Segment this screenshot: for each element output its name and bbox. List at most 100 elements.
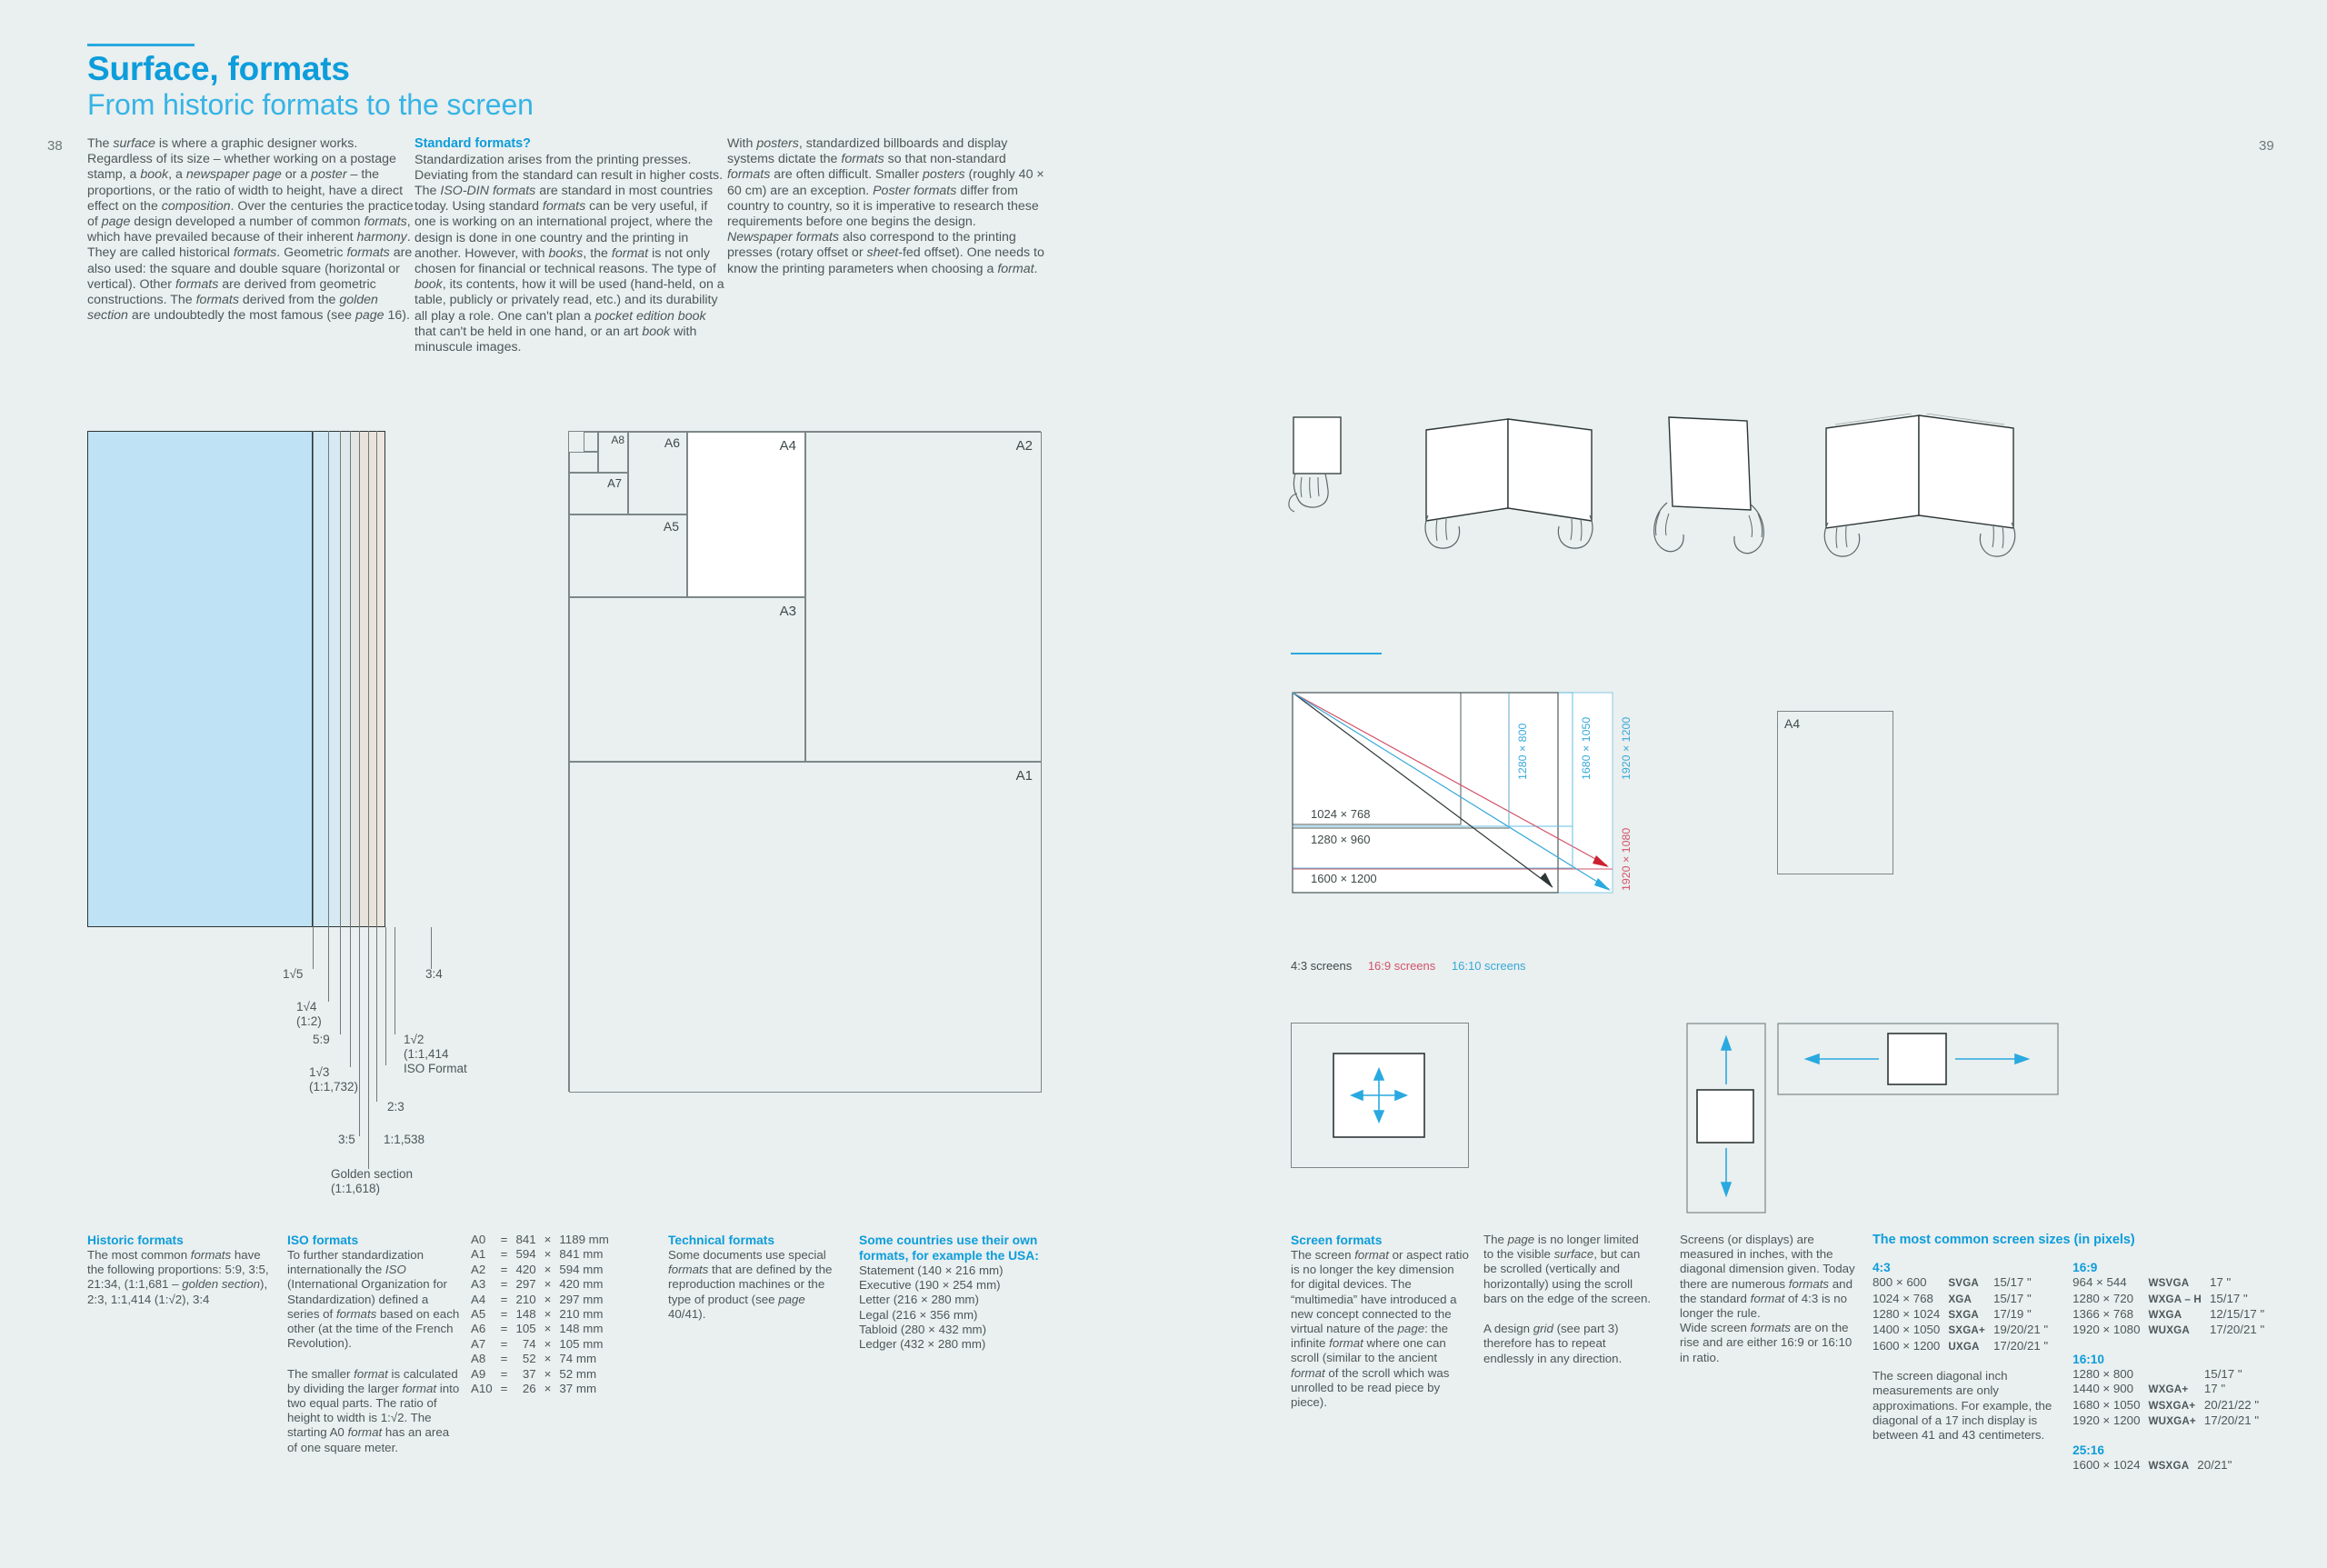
proportion-label-0: 1√5 (283, 967, 304, 981)
iso-size-cell: A7 (471, 1336, 486, 1351)
iso-size-cell: 841 (515, 1233, 536, 1246)
usa-format-item: Executive (190 × 254 mm) (859, 1278, 1001, 1293)
screen-size-cell: 1600 × 1024 (2072, 1457, 2141, 1472)
proportion-label-3: 1√3 (309, 1065, 330, 1079)
iso-size-cell: 37 mm (559, 1382, 597, 1396)
screen-size-cell: 1920 × 1200 (2072, 1413, 2141, 1428)
usa-format-item: Statement (140 × 216 mm) (859, 1263, 1004, 1277)
iso-size-cell: = (500, 1277, 508, 1292)
screen-size-cell: 1024 × 768 (1873, 1291, 1933, 1305)
iso-size-row: A5=148×210 mm (471, 1307, 617, 1322)
bottom-col-screen-formats: Screen formats The screen format or aspe… (1291, 1233, 1471, 1410)
a-box-a2: A2 (805, 432, 1042, 762)
screen-size-cell: 1440 × 900 (2072, 1382, 2134, 1396)
iso-size-cell: 297 mm (559, 1292, 604, 1306)
iso-size-cell: = (500, 1233, 508, 1246)
screen-size-cell: 20/21/22 " (2203, 1397, 2260, 1412)
screen-size-cell: 15/17 " (2209, 1291, 2248, 1305)
a-label-a5: A5 (663, 519, 679, 534)
screen-size-cell: SXGA+ (1948, 1324, 1985, 1337)
screen-diagram-svg (1292, 692, 1613, 894)
folio-left: 38 (47, 138, 63, 154)
bottom-col-historic: Historic formats The most common formats… (87, 1233, 274, 1307)
proportion-label-4: 3:5 (338, 1133, 355, 1146)
iso-size-row: A4=210×297 mm (471, 1293, 617, 1307)
screen-size-cell: 15/17 " (1992, 1291, 2032, 1305)
screen-size-cell: 17/19 " (1992, 1307, 2032, 1322)
sd-vlabel-1920x1080: 1920 × 1080 (1620, 827, 1633, 891)
iso-size-cell: × (544, 1322, 552, 1336)
screen-size-cell: 17 " (2203, 1382, 2226, 1396)
iso-size-cell: × (544, 1277, 552, 1292)
proportion-band-3 (340, 431, 350, 927)
screen-size-cell: 964 × 544 (2072, 1275, 2127, 1290)
intro-col1-text: The surface is where a graphic designer … (87, 136, 414, 324)
screen-size-cell: SVGA (1948, 1277, 1979, 1290)
bottom-col-measure: Screens (or displays) are measured in in… (1680, 1233, 1857, 1365)
a-series-diagram: A1 A2 A3 A4 A5 A6 A7 A8 (568, 431, 1042, 1093)
iso-size-row: A7=74×105 mm (471, 1337, 617, 1352)
screen-size-cell: 800 × 600 (1873, 1275, 1927, 1290)
iso-size-cell: A6 (471, 1322, 486, 1336)
iso-size-cell: × (544, 1292, 552, 1306)
leader-line (313, 927, 314, 969)
screen-size-cell: 1280 × 800 (2072, 1367, 2134, 1382)
historic-formats-body: The most common formats have the followi… (87, 1248, 269, 1306)
screen-ratio-heading: 4:3 (1873, 1261, 1891, 1274)
iso-size-cell: A8 (471, 1352, 486, 1366)
sd-vlabel-1680x1050: 1680 × 1050 (1580, 716, 1593, 780)
iso-size-cell: 594 (515, 1247, 536, 1262)
a-box-a4: A4 (687, 432, 805, 597)
proportion-divider (376, 431, 377, 927)
screen-size-cell: WXGA+ (2148, 1383, 2189, 1396)
screen-size-cell: UXGA (1948, 1340, 1980, 1353)
measure-col-p1: Screens (or displays) are measured in in… (1680, 1233, 1855, 1321)
a4-reference-label: A4 (1784, 716, 1801, 731)
iso-size-cell: × (544, 1336, 552, 1351)
sd-hlabel-1600: 1600 × 1200 (1311, 872, 1377, 885)
iso-size-cell: 1189 mm (559, 1233, 609, 1246)
screen-section-rule (1291, 653, 1382, 654)
iso-size-cell: 148 mm (559, 1322, 604, 1336)
iso-size-cell: 105 mm (559, 1336, 604, 1351)
iso-size-cell: = (500, 1352, 508, 1366)
usa-heading-line2: formats, for example the USA: (859, 1249, 1039, 1263)
folio-right: 39 (2259, 138, 2274, 154)
screen-size-cell: 20/21" (2197, 1457, 2232, 1472)
a-box-a7: A7 (569, 473, 628, 514)
screen-size-cell: WXGA – H (2148, 1293, 2202, 1305)
usa-format-item: Letter (216 × 280 mm) (859, 1293, 979, 1307)
sd-vlabel-1280x800: 1280 × 800 (1516, 723, 1529, 780)
screen-size-cell: 1400 × 1050 (1873, 1323, 1941, 1337)
iso-size-cell: × (544, 1307, 552, 1322)
iso-size-cell: 148 (515, 1307, 536, 1322)
bottom-col-technical: Technical formats Some documents use spe… (668, 1233, 845, 1322)
omnidirectional-arrows-icon (1333, 1053, 1425, 1138)
iso-size-row: A1=594×841 mm (471, 1247, 617, 1262)
intro-column-2: Standard formats? Standardization arises… (414, 136, 725, 355)
iso-size-cell: × (544, 1366, 552, 1381)
screen-sizes-heading: The most common screen sizes (in pixels) (1873, 1233, 2135, 1247)
proportion-band-6 (368, 431, 376, 927)
proportion-sub2-8: ISO Format (404, 1062, 467, 1075)
screen-size-cell: 17 " (2209, 1275, 2232, 1290)
a-label-a2: A2 (1015, 438, 1033, 454)
screen-ratio-heading: 25:16 (2072, 1443, 2104, 1457)
screen-resolution-diagram: 1024 × 768 1280 × 960 1600 × 1200 1280 ×… (1291, 691, 1654, 945)
screen-size-cell (2148, 1367, 2203, 1382)
proportion-band-2 (328, 431, 340, 927)
screen-size-cell: WUXGA+ (2148, 1415, 2196, 1428)
proportion-sub-8: (1:1,414 (404, 1047, 449, 1061)
a-box-a6: A6 (628, 432, 687, 514)
horizontal-scroll-icon (1777, 1023, 2059, 1095)
